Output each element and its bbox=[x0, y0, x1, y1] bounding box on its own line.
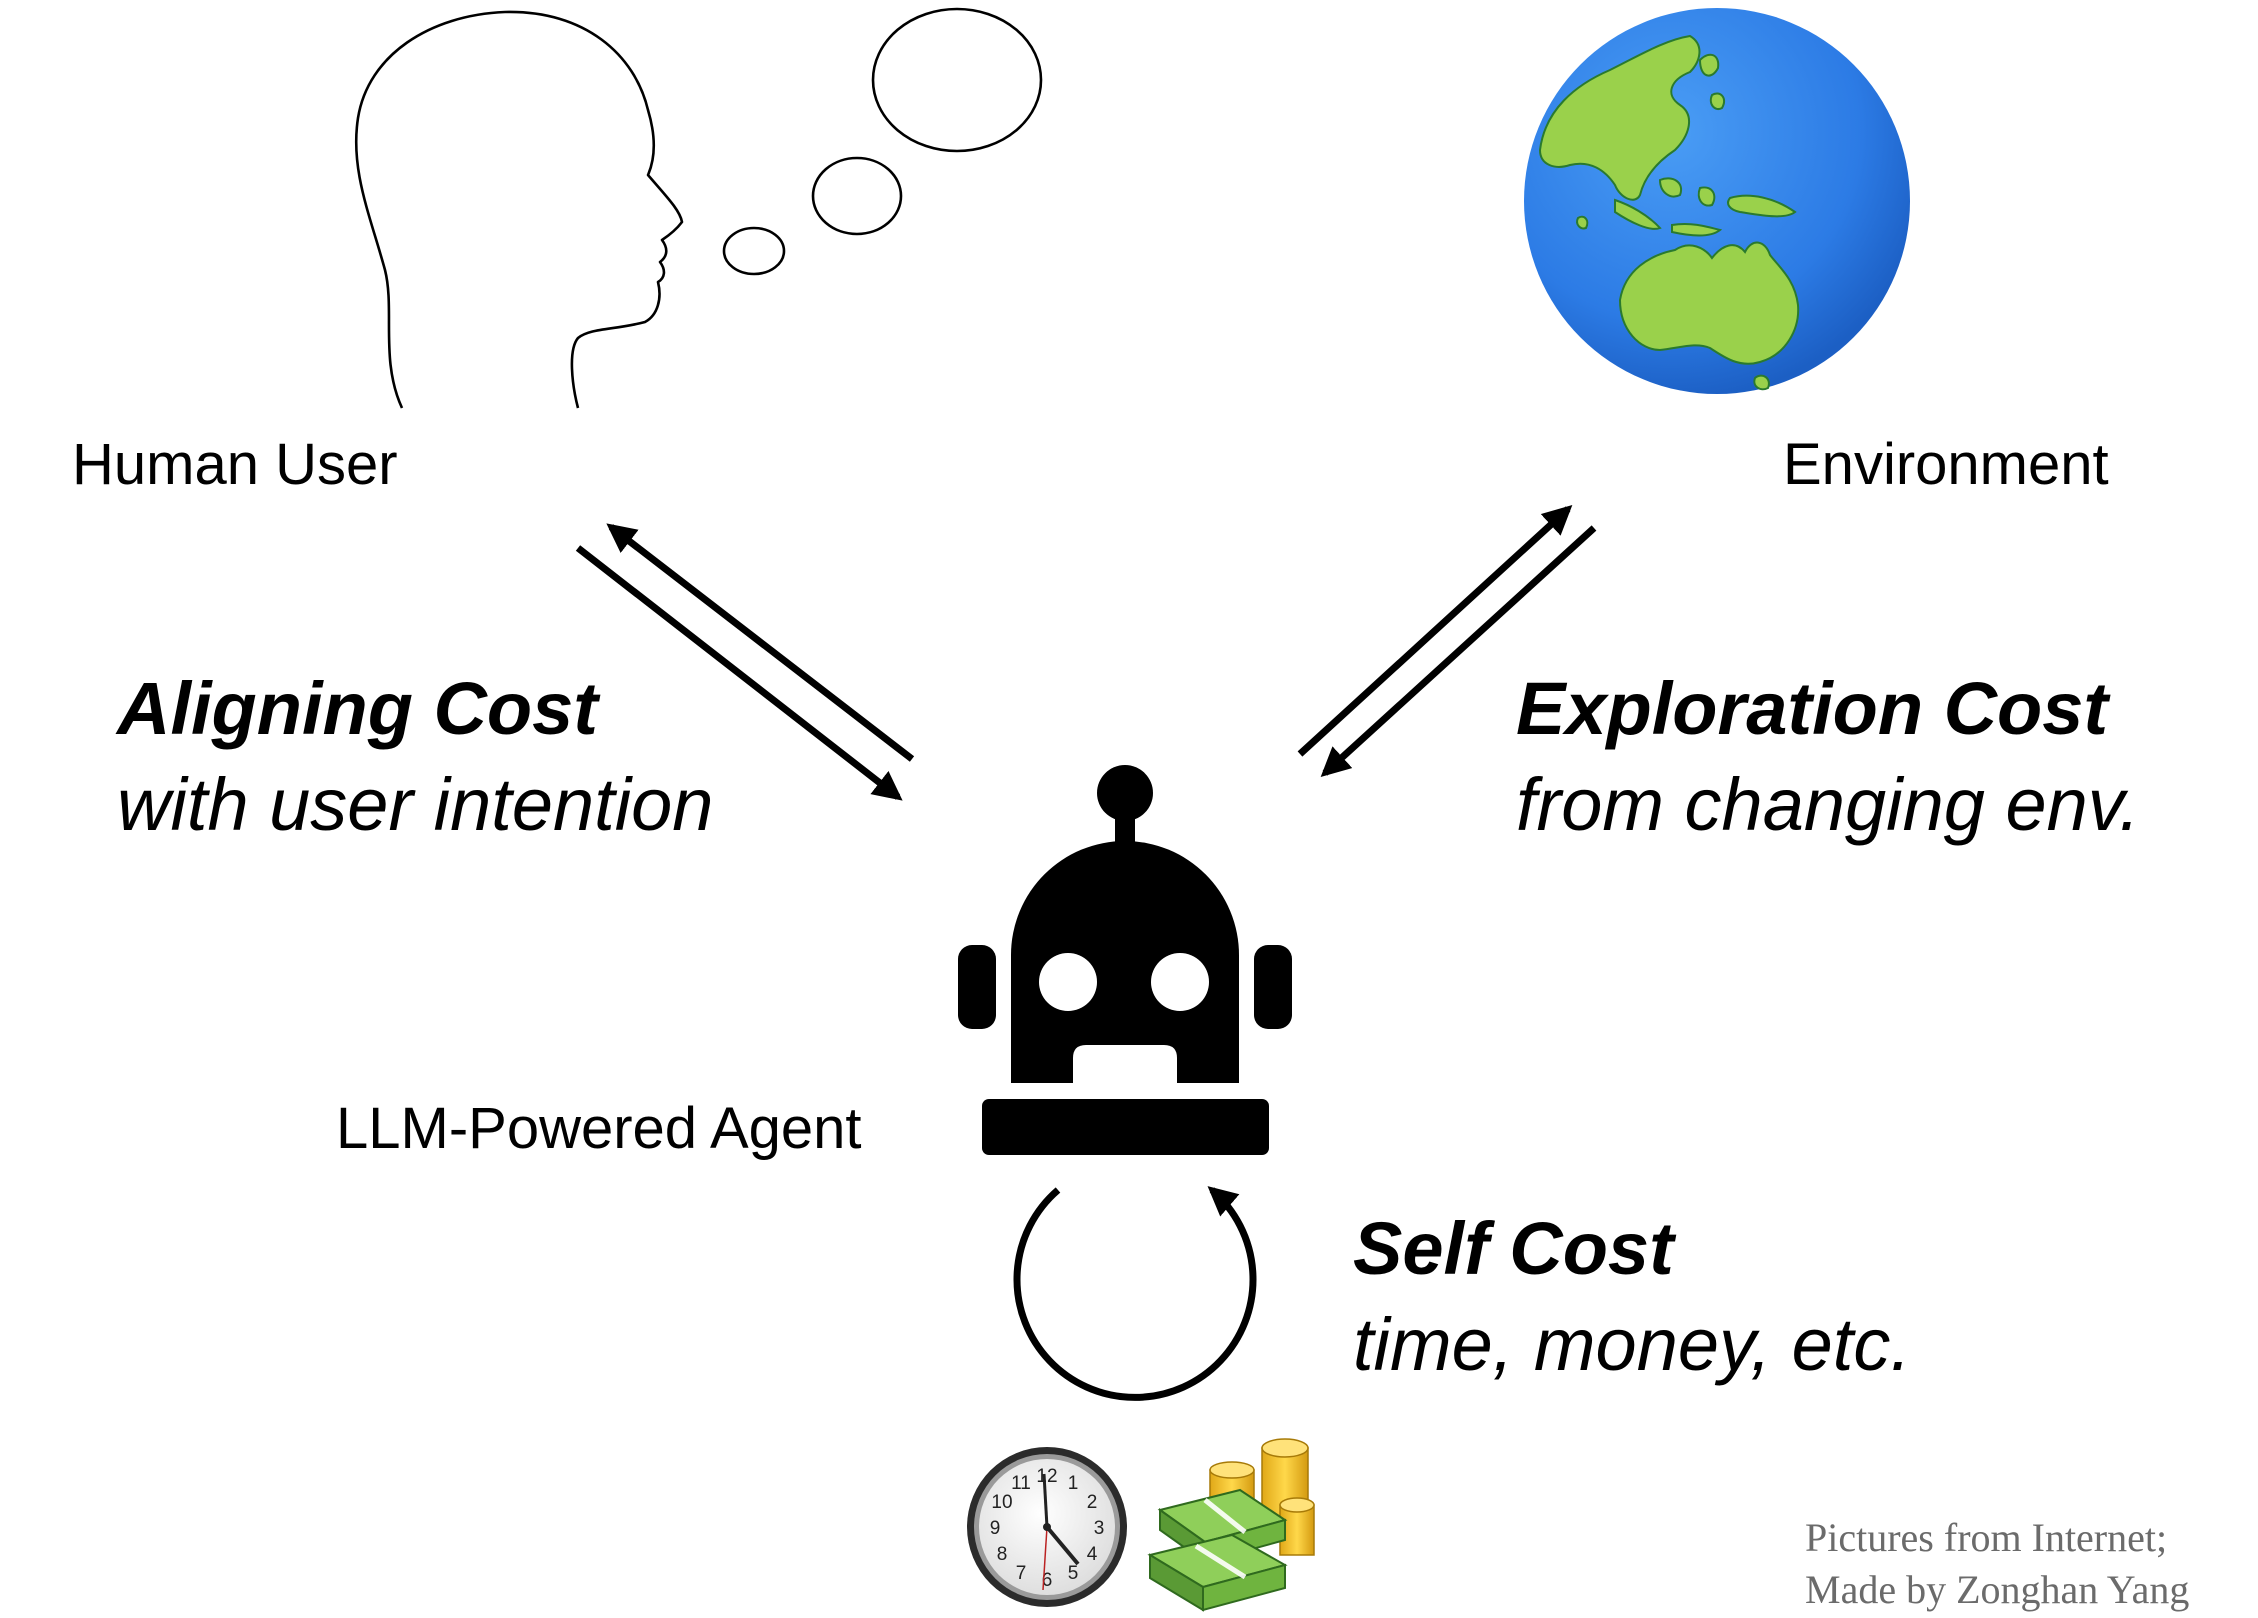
aligning-cost-title: Aligning Cost bbox=[117, 667, 598, 750]
arrow-to-human bbox=[606, 523, 915, 762]
human-user-label: Human User bbox=[72, 432, 398, 497]
arrow-from-env bbox=[1320, 525, 1597, 777]
head-silhouette-thought-bubble-icon bbox=[354, 7, 1043, 409]
money-stack-coins-icon bbox=[1147, 1438, 1315, 1612]
clock-numeral: 3 bbox=[1094, 1518, 1105, 1539]
clock-numeral: 9 bbox=[990, 1518, 1001, 1539]
environment-label: Environment bbox=[1783, 432, 2109, 497]
agent-label: LLM-Powered Agent bbox=[336, 1096, 862, 1161]
clock-numeral: 1 bbox=[1068, 1473, 1079, 1494]
arrow-to-env bbox=[1297, 505, 1573, 757]
clock-numeral: 6 bbox=[1042, 1570, 1053, 1591]
self-cost-subtitle: time, money, etc. bbox=[1353, 1303, 1911, 1386]
aligning-cost-subtitle: with user intention bbox=[117, 763, 714, 846]
clock-numeral: 12 bbox=[1036, 1466, 1057, 1487]
arrows bbox=[575, 505, 1597, 1401]
self-loop-arrow bbox=[1013, 1186, 1257, 1401]
credit-line-2: Made by Zonghan Yang bbox=[1805, 1567, 2190, 1612]
clock-numeral: 10 bbox=[991, 1492, 1012, 1513]
self-cost-title: Self Cost bbox=[1353, 1207, 1674, 1290]
clock-numeral: 8 bbox=[997, 1544, 1008, 1565]
clock-numeral: 4 bbox=[1087, 1544, 1098, 1565]
exploration-cost-subtitle: from changing env. bbox=[1516, 763, 2140, 846]
image-credit: Pictures from Internet; Made by Zonghan … bbox=[1805, 1512, 2189, 1616]
clock-numeral: 7 bbox=[1016, 1563, 1027, 1584]
credit-line-1: Pictures from Internet; bbox=[1805, 1515, 2168, 1560]
clock-numeral: 2 bbox=[1087, 1492, 1098, 1513]
robot-icon bbox=[958, 765, 1292, 1155]
exploration-cost-title: Exploration Cost bbox=[1516, 667, 2109, 750]
arrow-from-human bbox=[575, 545, 903, 801]
earth-globe-icon bbox=[1524, 8, 1910, 394]
clock-numeral: 5 bbox=[1068, 1563, 1079, 1584]
clock-numeral: 11 bbox=[1011, 1473, 1031, 1494]
